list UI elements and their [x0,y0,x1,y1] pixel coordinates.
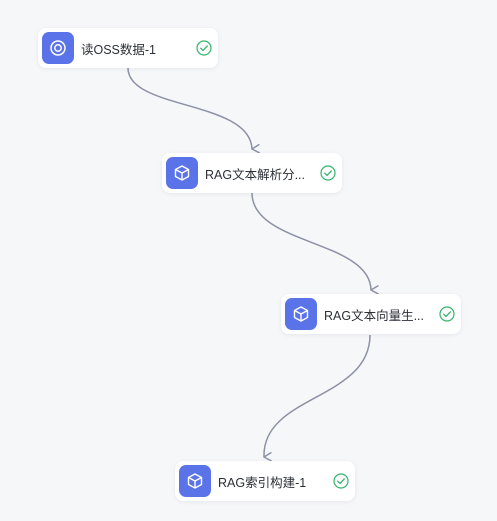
success-check-icon [333,473,349,489]
oss-data-source-icon [42,32,74,64]
node-rag-index-build[interactable]: RAG索引构建-1 [175,461,355,501]
node-read-oss-data[interactable]: 读OSS数据-1 [38,28,218,68]
node-label: RAG文本解析分... [205,167,306,182]
node-label: RAG索引构建-1 [218,475,307,490]
edge-parse-to-vector[interactable] [251,192,379,295]
node-label: 读OSS数据-1 [81,42,157,57]
node-label: RAG文本向量生... [324,308,425,323]
node-rag-text-vector[interactable]: RAG文本向量生... [281,294,461,334]
cube-icon [179,465,211,497]
success-check-icon [439,306,455,322]
success-check-icon [196,40,212,56]
success-check-icon [320,165,336,181]
edge-oss-to-parse[interactable] [127,67,260,154]
node-rag-text-parse[interactable]: RAG文本解析分... [162,153,342,193]
cube-icon [166,157,198,189]
cube-icon [285,298,317,330]
edge-vector-to-index[interactable] [263,334,371,462]
